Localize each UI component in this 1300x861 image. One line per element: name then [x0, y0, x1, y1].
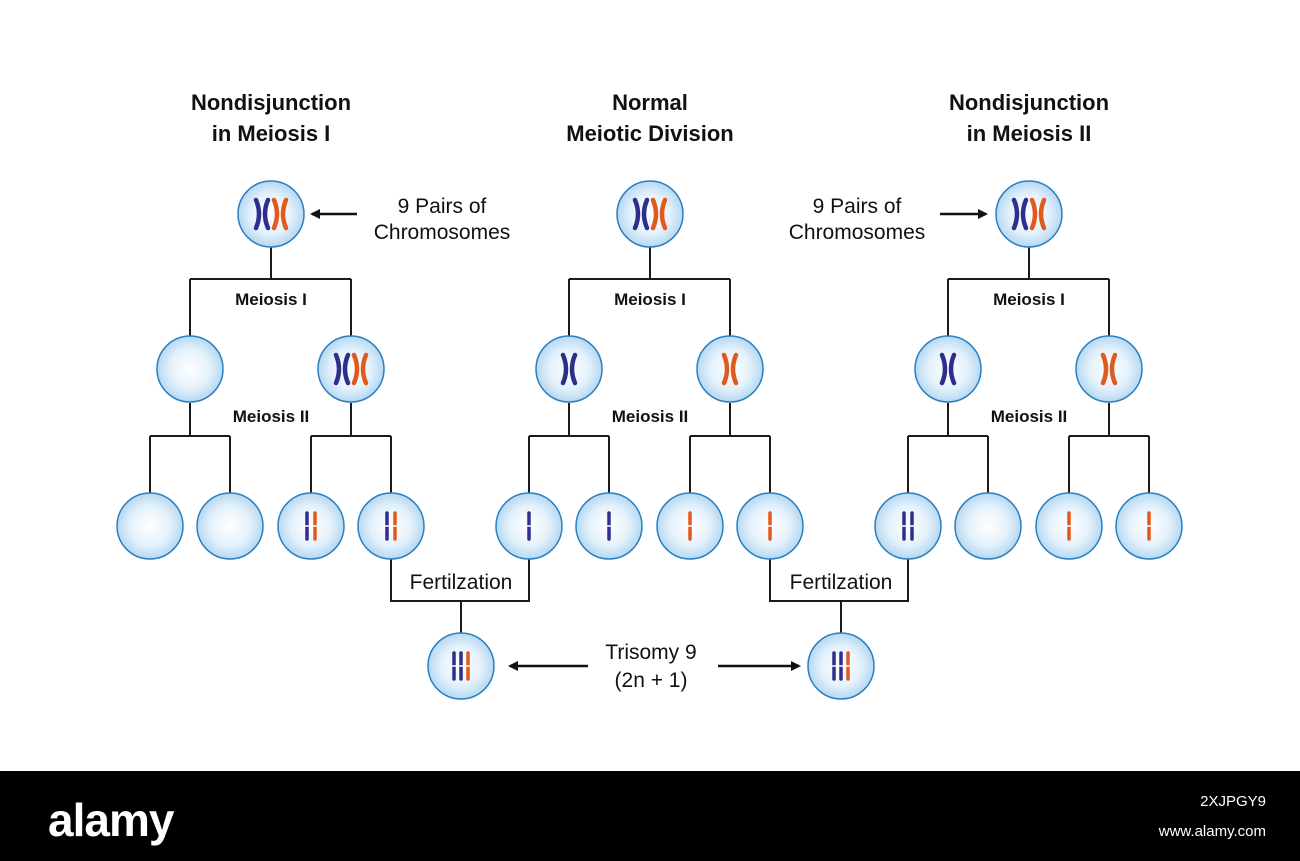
chromatid-blue — [909, 511, 915, 541]
connector-lines — [149, 247, 1150, 633]
watermark-url: www.alamy.com — [1158, 823, 1266, 840]
chromatid-orange — [1146, 511, 1152, 541]
gamete-normal-orange — [1035, 492, 1103, 560]
watermark-bar: alamy 2XJPGY9 www.alamy.com — [0, 771, 1300, 861]
chromatid-orange — [687, 511, 693, 541]
chromatid-orange — [465, 651, 471, 681]
parent-cell-right — [995, 180, 1063, 248]
meiosis-i-cell-blue — [535, 335, 603, 403]
x-chromosome-blue — [560, 352, 578, 386]
gamete-disomic — [357, 492, 425, 560]
x-chromosome-blue — [632, 197, 650, 231]
watermark-logo: alamy — [48, 794, 174, 846]
chromatid-blue — [606, 511, 612, 541]
title-left-line1: Nondisjunction — [191, 90, 351, 115]
pairs-label-right-line1: 9 Pairs of — [813, 195, 902, 218]
gamete-disomic — [874, 492, 942, 560]
parent-cell-center — [616, 180, 684, 248]
chromatid-blue — [384, 511, 390, 541]
gamete-normal-blue — [495, 492, 563, 560]
meiosis-i-label-left: Meiosis I — [235, 290, 307, 309]
title-center-line2: Meiotic Division — [566, 121, 733, 146]
meiosis-ii-label-right: Meiosis II — [991, 407, 1068, 426]
meiosis-diagram: Nondisjunction in Meiosis I Normal Meiot… — [116, 90, 1183, 700]
x-chromosome-orange — [351, 352, 369, 386]
chromatid-blue — [901, 511, 907, 541]
meiosis-i-cell-pair — [317, 335, 385, 403]
x-chromosome-blue — [939, 352, 957, 386]
x-chromosome-orange — [1029, 197, 1047, 231]
chromatid-orange — [767, 511, 773, 541]
trisomy-label-line2: (2n + 1) — [615, 669, 688, 692]
chromatid-blue — [451, 651, 457, 681]
x-chromosome-blue — [1011, 197, 1029, 231]
chromatid-blue — [458, 651, 464, 681]
watermark-image-id: 2XJPGY9 — [1200, 793, 1266, 810]
title-left-line2: in Meiosis I — [212, 121, 331, 146]
x-chromosome-orange — [1100, 352, 1118, 386]
chromatid-orange — [1066, 511, 1072, 541]
cells-layer — [116, 180, 1183, 700]
meiosis-ii-label-center: Meiosis II — [612, 407, 689, 426]
chromatid-orange — [392, 511, 398, 541]
gamete-normal-orange — [656, 492, 724, 560]
gamete-disomic — [277, 492, 345, 560]
meiosis-i-label-center: Meiosis I — [614, 290, 686, 309]
chromatid-blue — [304, 511, 310, 541]
parent-cell-left — [237, 180, 305, 248]
x-chromosome-orange — [271, 197, 289, 231]
chromatid-orange — [845, 651, 851, 681]
pairs-label-right-line2: Chromosomes — [789, 221, 926, 244]
x-chromosome-orange — [650, 197, 668, 231]
meiosis-i-label-right: Meiosis I — [993, 290, 1065, 309]
fertilization-label-right: Fertilzation — [790, 571, 893, 594]
meiosis-i-cell-blue — [914, 335, 982, 403]
zygote-trisomy-left — [427, 632, 495, 700]
x-chromosome-blue — [333, 352, 351, 386]
gamete-normal-blue — [575, 492, 643, 560]
chromatid-blue — [838, 651, 844, 681]
chromatid-blue — [831, 651, 837, 681]
trisomy-label-line1: Trisomy 9 — [605, 641, 696, 664]
fertilization-label-left: Fertilzation — [410, 571, 513, 594]
meiosis-i-cell-empty — [156, 335, 224, 403]
meiosis-ii-label-left: Meiosis II — [233, 407, 310, 426]
gamete-normal-orange — [736, 492, 804, 560]
gamete-normal-orange — [1115, 492, 1183, 560]
gamete-empty — [116, 492, 184, 560]
title-center-line1: Normal — [612, 90, 688, 115]
x-chromosome-blue — [253, 197, 271, 231]
pairs-label-left-line1: 9 Pairs of — [398, 195, 487, 218]
title-right-line1: Nondisjunction — [949, 90, 1109, 115]
gamete-empty — [196, 492, 264, 560]
pairs-label-left-line2: Chromosomes — [374, 221, 511, 244]
chromatid-blue — [526, 511, 532, 541]
gamete-empty — [954, 492, 1022, 560]
x-chromosome-orange — [721, 352, 739, 386]
title-right-line2: in Meiosis II — [967, 121, 1092, 146]
meiosis-i-cell-orange — [1075, 335, 1143, 403]
meiosis-i-cell-orange — [696, 335, 764, 403]
chromatid-orange — [312, 511, 318, 541]
zygote-trisomy-right — [807, 632, 875, 700]
